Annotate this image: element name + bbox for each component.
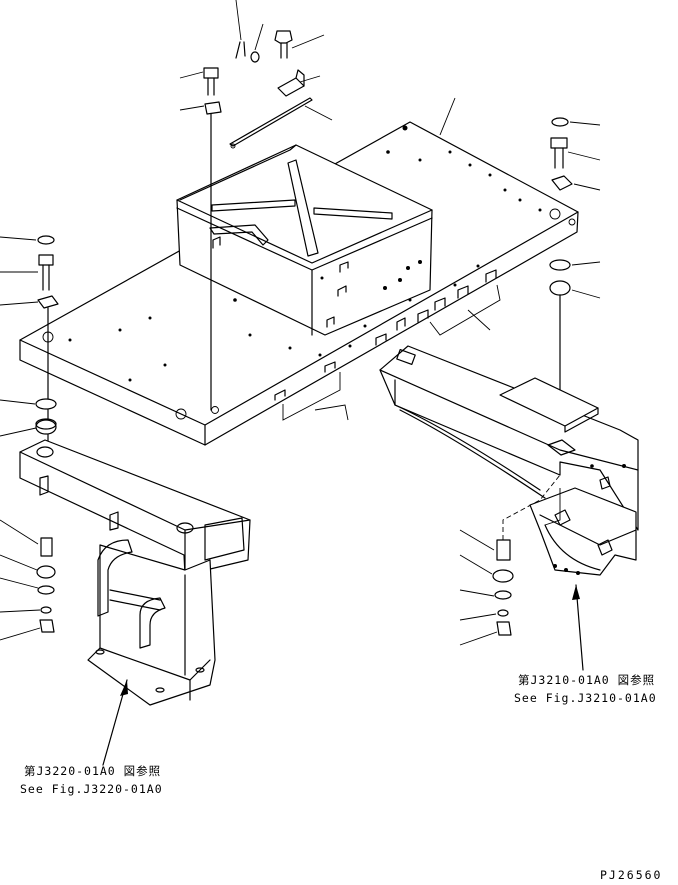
drawing-number: PJ26560 [600, 868, 663, 882]
top-hardware [179, 0, 456, 411]
electrical-box [176, 144, 433, 336]
reference-note-left-en: See Fig.J3220-01A0 [20, 782, 163, 796]
reference-note-right-jp: 第J3210-01A0 図参照 [518, 673, 656, 687]
right-hardware-stack [459, 117, 601, 646]
right-frame [379, 345, 639, 671]
reference-note-left-jp: 第J3220-01A0 図参照 [24, 764, 162, 778]
left-hardware-stack [0, 235, 59, 641]
left-support-frame [19, 439, 251, 766]
reference-note-right-en: See Fig.J3210-01A0 [514, 691, 657, 705]
